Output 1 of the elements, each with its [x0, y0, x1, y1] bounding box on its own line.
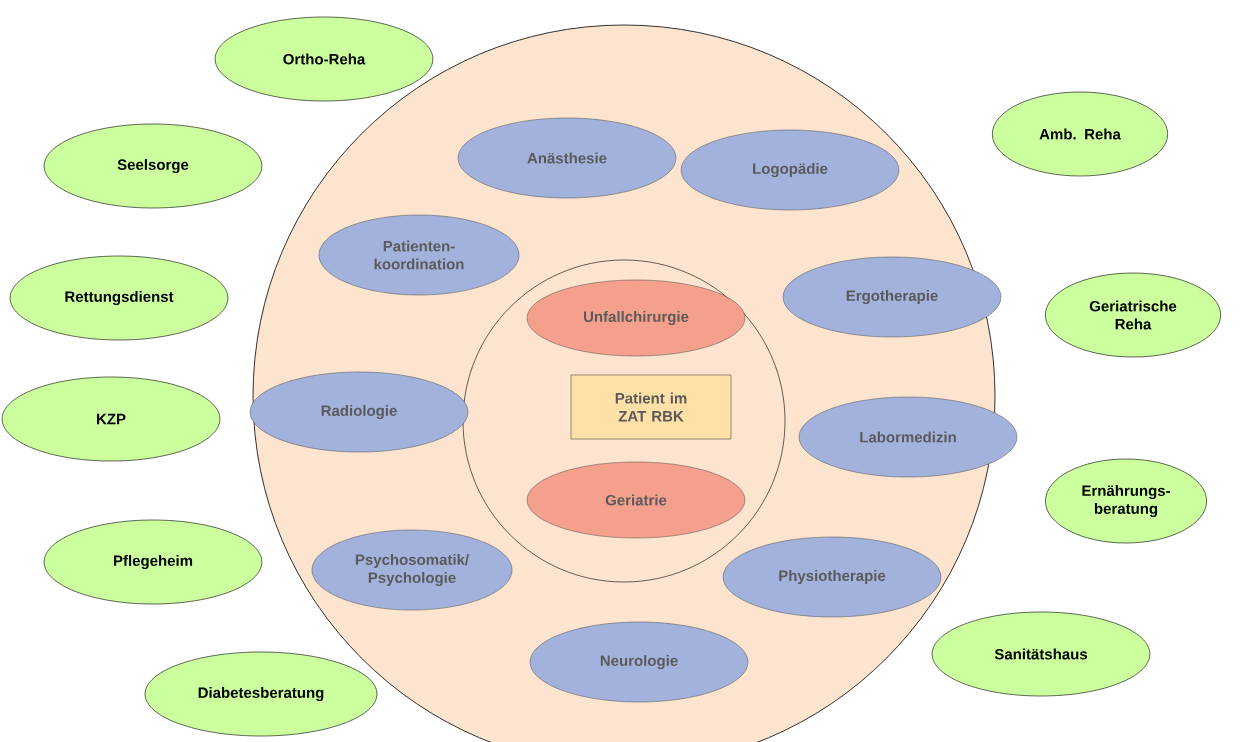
patient-box: Patient im ZAT RBK [570, 374, 732, 440]
